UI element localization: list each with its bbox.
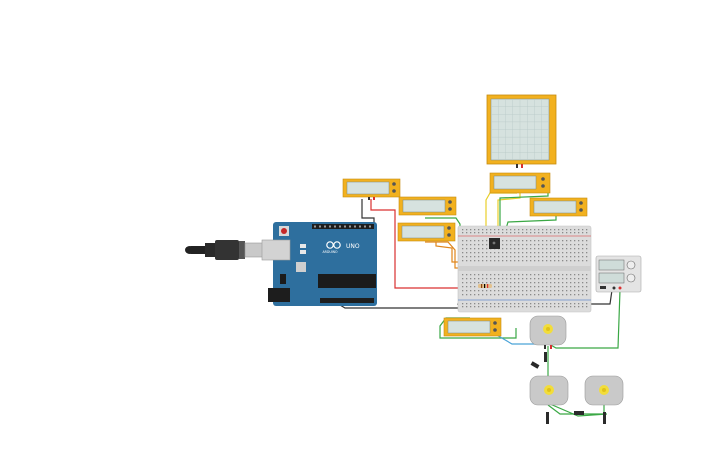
diode[interactable] [544, 352, 547, 362]
diode[interactable] [530, 361, 540, 369]
resistor[interactable] [478, 284, 492, 288]
multimeter-3[interactable] [397, 222, 456, 242]
diode[interactable] [603, 412, 606, 424]
usb-jack [261, 239, 291, 261]
digital-header[interactable] [312, 224, 374, 229]
oscilloscope-grid [491, 99, 549, 160]
power-jack [268, 288, 290, 302]
wire-black-gnd[interactable] [361, 199, 375, 225]
multimeter-6[interactable] [443, 317, 502, 337]
hbridge-chip[interactable] [489, 238, 500, 249]
wire-green-2[interactable] [499, 193, 549, 244]
analog-header[interactable] [320, 298, 374, 303]
dc-motor-icon[interactable] [529, 315, 567, 349]
dc-motor-icon[interactable] [529, 375, 569, 406]
multimeter-4[interactable] [489, 172, 551, 194]
usb-cable-icon[interactable] [185, 240, 264, 260]
dc-motor-icon[interactable] [584, 375, 624, 406]
wire-green-8[interactable] [549, 403, 608, 417]
diode[interactable] [546, 412, 549, 424]
multimeter-5[interactable] [529, 197, 588, 217]
multimeter-2[interactable] [398, 196, 457, 216]
board-brand: ARDUINO [322, 250, 338, 254]
voltage-knob[interactable] [626, 260, 636, 270]
diode[interactable] [574, 411, 584, 415]
multimeter-1[interactable] [342, 178, 401, 200]
breadboard[interactable] [457, 225, 592, 313]
power-supply-icon[interactable] [595, 255, 642, 293]
current-knob[interactable] [626, 273, 636, 283]
board-model: UNO [346, 243, 360, 250]
oscilloscope[interactable] [486, 94, 557, 168]
wire-green-5[interactable] [548, 289, 621, 349]
reset-button[interactable] [281, 228, 287, 234]
wire-yellow-2[interactable] [497, 193, 521, 240]
atmega-chip [318, 274, 376, 288]
arduino-logo-icon [326, 241, 341, 249]
arduino-uno-board[interactable]: ARDUINO UNO [261, 222, 377, 306]
